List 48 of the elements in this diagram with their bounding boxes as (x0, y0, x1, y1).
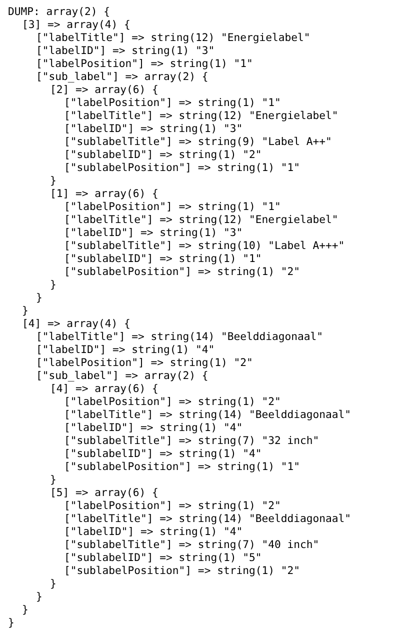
code-line: } (50, 578, 56, 590)
code-line: ["labelTitle"] => string(12) "Energielabel" (64, 214, 338, 226)
code-line: DUMP: array(2) { (8, 6, 110, 18)
code-line: [3] => array(4) { (22, 19, 130, 31)
code-line: ["labelTitle"] => string(14) "Beelddiagonaal" (64, 513, 352, 525)
code-line: [4] => array(6) { (50, 383, 158, 395)
code-line: ["sublabelID"] => string(1) "4" (64, 448, 262, 460)
code-line: ["sublabelPosition"] => string(1) "2" (64, 565, 300, 577)
code-line: } (22, 305, 28, 317)
code-line: ["sub_label"] => array(2) { (36, 71, 208, 83)
code-line: } (50, 474, 56, 486)
code-line: ["labelTitle"] => string(12) "Energielabel" (36, 32, 310, 44)
code-line: ["sublabelTitle"] => string(9) "Label A++" (64, 136, 332, 148)
code-line: ["labelPosition"] => string(1) "2" (36, 357, 253, 369)
code-line: ["sublabelID"] => string(1) "1" (64, 253, 262, 265)
code-line: ["sublabelTitle"] => string(7) "40 inch" (64, 539, 320, 551)
code-line: [5] => array(6) { (50, 487, 158, 499)
code-line: ["labelID"] => string(1) "3" (64, 123, 243, 135)
code-line: ["sublabelPosition"] => string(1) "1" (64, 461, 300, 473)
code-line: } (50, 279, 56, 291)
code-line: ["sub_label"] => array(2) { (36, 370, 208, 382)
code-line: [1] => array(6) { (50, 188, 158, 200)
code-line: [4] => array(4) { (22, 318, 130, 330)
code-line: ["sublabelPosition"] => string(1) "1" (64, 162, 300, 174)
code-line: ["labelTitle"] => string(14) "Beelddiagonaal" (36, 331, 324, 343)
code-line: ["sublabelTitle"] => string(7) "32 inch" (64, 435, 320, 447)
code-line: } (8, 617, 14, 629)
code-line: ["labelPosition"] => string(1) "1" (64, 97, 281, 109)
code-line: ["labelPosition"] => string(1) "2" (64, 396, 281, 408)
code-line: } (36, 292, 42, 304)
code-line: [2] => array(6) { (50, 84, 158, 96)
code-line: ["labelPosition"] => string(1) "2" (64, 500, 281, 512)
code-line: ["labelID"] => string(1) "4" (64, 526, 243, 538)
code-line: } (22, 604, 28, 616)
code-line: ["labelID"] => string(1) "4" (64, 422, 243, 434)
code-line: ["sublabelID"] => string(1) "2" (64, 149, 262, 161)
code-line: ["sublabelPosition"] => string(1) "2" (64, 266, 300, 278)
code-line: ["labelTitle"] => string(12) "Energielabel" (64, 110, 338, 122)
code-line: ["labelID"] => string(1) "4" (36, 344, 215, 356)
code-line: ["sublabelTitle"] => string(10) "Label A+++" (64, 240, 345, 252)
code-line: } (50, 175, 56, 187)
code-line: ["labelPosition"] => string(1) "1" (64, 201, 281, 213)
code-line: ["labelPosition"] => string(1) "1" (36, 58, 253, 70)
code-line: ["sublabelID"] => string(1) "5" (64, 552, 262, 564)
code-line: ["labelID"] => string(1) "3" (36, 45, 215, 57)
code-line: ["labelID"] => string(1) "3" (64, 227, 243, 239)
code-line: } (36, 591, 42, 603)
code-line: ["labelTitle"] => string(14) "Beelddiagonaal" (64, 409, 352, 421)
